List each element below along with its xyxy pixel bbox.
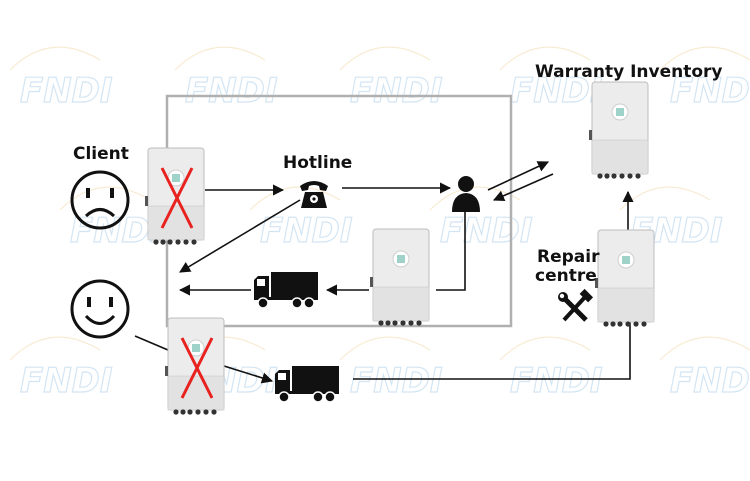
hotline-label: Hotline	[283, 153, 353, 173]
arrow-hotline-to-return	[179, 199, 301, 273]
repair-centre-label-line1: Repair	[537, 247, 600, 267]
watermark-arc	[499, 336, 591, 361]
watermark-arc	[659, 46, 750, 71]
red-cross-icon	[160, 167, 194, 229]
wrench-hammer-icon	[558, 288, 594, 322]
faulty-inverter-client	[144, 147, 205, 246]
happy-face-icon	[70, 279, 130, 339]
telephone-icon	[300, 181, 328, 208]
watermark-layer: FNDI FNDI FNDI FNDI FNDI FNDI FNDI FNDI FNDI FNDI…	[9, 46, 750, 402]
watermark-logo: FNDI	[185, 71, 278, 111]
watermark-logo: FNDI	[260, 211, 353, 251]
repair-centre-inverter	[594, 229, 655, 328]
watermark-arc	[339, 46, 431, 71]
line-agent-to-inverter	[436, 212, 466, 291]
watermark-logo: FNDI	[20, 361, 113, 401]
watermark-logo: FNDI	[350, 71, 443, 111]
watermark-arc	[339, 336, 431, 361]
red-cross-icon	[180, 337, 214, 399]
line-client-to-faulty-unit	[134, 335, 169, 351]
watermark-logo: FNDI	[670, 361, 750, 401]
watermark-arc	[619, 186, 711, 211]
line-truck-to-repair	[353, 322, 631, 380]
person-silhouette-icon	[452, 176, 480, 212]
repair-centre-label-line2: centre	[535, 266, 597, 286]
faulty-inverter-return	[164, 317, 225, 416]
watermark-logo: FNDI	[510, 71, 603, 111]
watermark-logo: FNDI	[20, 71, 113, 111]
watermark-arc	[499, 46, 591, 71]
watermark-arc	[9, 46, 101, 71]
truck-icon-outbound	[253, 271, 319, 309]
client-label: Client	[73, 144, 129, 164]
watermark-logo: FNDI	[670, 71, 750, 111]
arrow-warehouse-to-agent	[492, 173, 554, 202]
watermark-logo: FNDI	[440, 211, 533, 251]
warranty-inventory-label: Warranty Inventory	[535, 62, 723, 82]
arrow-agent-to-warehouse	[487, 161, 550, 191]
connector-lines	[134, 161, 634, 384]
watermark-logo: FNDI	[350, 361, 443, 401]
watermark-arc	[59, 186, 151, 211]
watermark-arc	[174, 46, 266, 71]
sad-face-icon	[70, 170, 130, 230]
truck-icon-return	[274, 365, 340, 403]
warranty-inventory-inverter	[588, 81, 649, 180]
watermark-arc	[249, 186, 341, 211]
replacement-inverter	[369, 228, 430, 327]
arrow-faulty-unit-to-truck	[223, 365, 274, 384]
watermark-logo: FNDI	[510, 361, 603, 401]
watermark-arc	[659, 336, 750, 361]
watermark-arc	[9, 336, 101, 361]
